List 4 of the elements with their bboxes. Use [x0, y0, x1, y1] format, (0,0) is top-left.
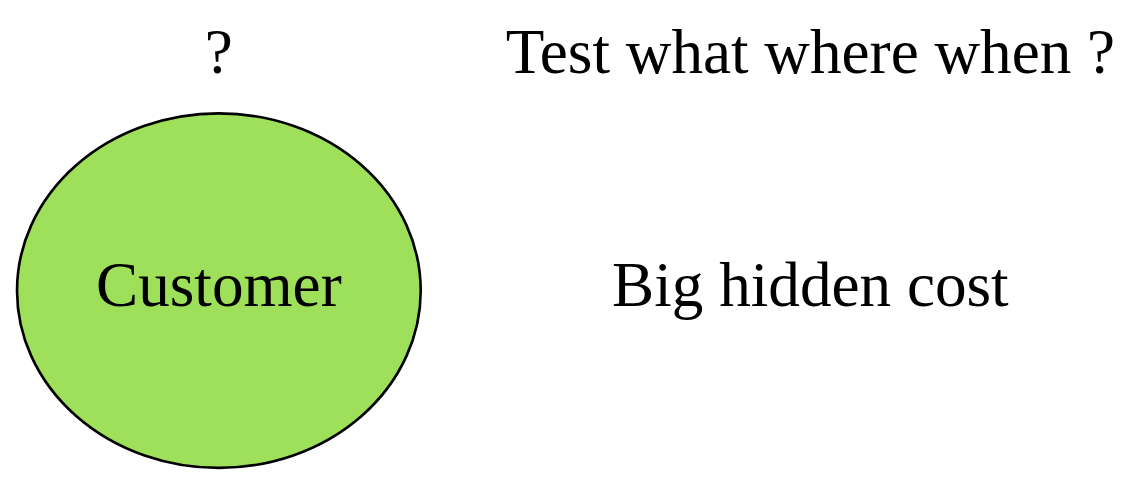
label: Test what where when ?: [505, 16, 1116, 87]
node-ellipse: Customer: [15, 112, 423, 470]
label: Big hidden cost: [612, 250, 1009, 321]
node-label: ?: [204, 16, 233, 87]
